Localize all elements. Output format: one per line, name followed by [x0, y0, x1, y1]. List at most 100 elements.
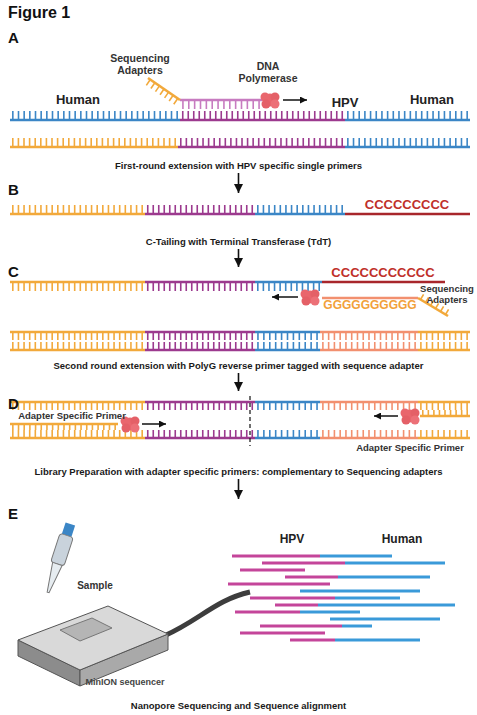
base-tick: [96, 342, 98, 350]
base-tick: [263, 430, 265, 438]
base-tick: [158, 342, 160, 350]
base-tick: [91, 111, 93, 120]
base-tick: [229, 402, 231, 410]
base-tick: [23, 402, 25, 410]
base-tick: [226, 111, 228, 120]
base-tick: [174, 430, 176, 438]
base-tick: [426, 332, 428, 340]
base-tick: [125, 332, 127, 340]
base-tick: [218, 205, 220, 214]
base-tick: [328, 430, 330, 438]
base-tick: [368, 332, 370, 340]
base-tick: [68, 342, 70, 350]
base-tick: [158, 332, 160, 340]
base-tick: [125, 205, 127, 214]
base-tick: [182, 111, 184, 120]
base-tick: [268, 282, 270, 291]
base-tick: [339, 430, 341, 438]
base-tick: [466, 410, 468, 416]
base-tick: [362, 402, 364, 410]
base-tick: [202, 402, 204, 410]
base-tick: [141, 138, 143, 147]
annotation-label: Human: [48, 93, 108, 108]
base-tick: [287, 332, 289, 340]
base-tick: [165, 92, 169, 98]
base-tick: [455, 138, 457, 147]
base-tick: [269, 342, 271, 350]
base-tick: [119, 430, 121, 438]
extension-arrow: [283, 99, 307, 101]
base-tick: [57, 342, 59, 350]
base-tick: [466, 332, 468, 340]
base-tick: [169, 138, 171, 147]
base-tick: [102, 138, 104, 147]
base-tick: [270, 111, 272, 120]
base-tick: [263, 402, 265, 410]
base-tick: [297, 111, 299, 120]
base-tick: [80, 205, 82, 214]
base-tick: [304, 402, 306, 410]
base-tick: [169, 430, 171, 438]
base-tick: [57, 205, 59, 214]
base-tick: [409, 332, 411, 340]
base-tick: [308, 205, 310, 214]
base-tick: [148, 111, 150, 120]
base-tick: [432, 402, 434, 410]
base-tick: [180, 282, 182, 291]
dna-strand: [345, 111, 470, 120]
base-tick: [328, 402, 330, 410]
base-tick: [158, 402, 160, 410]
base-tick: [263, 332, 265, 340]
base-tick: [202, 138, 204, 147]
base-tick: [97, 111, 99, 120]
base-tick: [330, 111, 332, 120]
base-tick: [357, 342, 359, 350]
base-tick: [230, 138, 232, 147]
base-tick: [46, 138, 48, 147]
step-caption: First-round extension with HPV specific …: [0, 160, 477, 172]
base-tick: [220, 111, 222, 120]
base-tick: [40, 430, 42, 438]
base-tick: [274, 205, 276, 214]
base-tick: [307, 282, 309, 291]
base-tick: [113, 138, 115, 147]
base-tick: [163, 332, 165, 340]
base-tick: [357, 332, 359, 340]
base-tick: [193, 111, 195, 120]
base-tick: [466, 342, 468, 350]
dna-strand: [10, 342, 145, 350]
minion-device: [18, 592, 250, 686]
base-tick: [40, 402, 42, 410]
base-tick: [281, 111, 283, 120]
base-tick: [80, 402, 82, 410]
base-tick: [35, 430, 37, 438]
base-tick: [207, 430, 209, 438]
base-tick: [63, 430, 65, 438]
base-tick: [252, 138, 254, 147]
base-tick: [12, 111, 14, 120]
base-tick: [263, 342, 265, 350]
base-tick: [74, 111, 76, 120]
base-tick: [341, 111, 343, 120]
base-tick: [180, 342, 182, 350]
base-tick: [414, 332, 416, 340]
base-tick: [141, 402, 143, 410]
base-tick: [202, 282, 204, 291]
base-tick: [68, 138, 70, 147]
base-tick: [449, 332, 451, 340]
base-tick: [246, 402, 248, 410]
base-tick: [169, 342, 171, 350]
base-tick: [130, 332, 132, 340]
base-tick: [328, 332, 330, 340]
dna-strand: [418, 342, 470, 350]
base-tick: [240, 430, 242, 438]
base-tick: [96, 430, 98, 438]
base-tick: [108, 282, 110, 291]
base-tick: [229, 430, 231, 438]
base-tick: [176, 111, 178, 120]
base-tick: [187, 111, 189, 120]
base-tick: [68, 282, 70, 291]
dna-strand: [10, 332, 145, 340]
polymerase: [261, 93, 280, 109]
base-tick: [218, 430, 220, 438]
